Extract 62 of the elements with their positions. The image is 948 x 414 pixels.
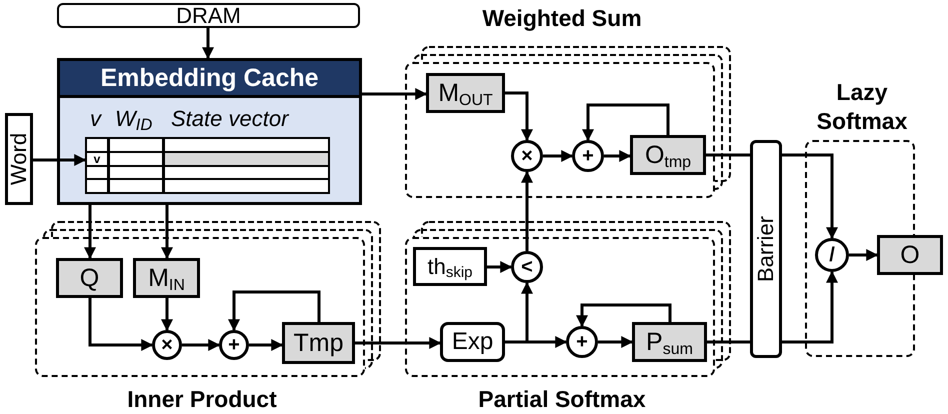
node-label: +: [576, 332, 588, 352]
cache-block: [57, 58, 362, 205]
module-title: Inner Product: [126, 385, 278, 414]
register-box: [877, 235, 943, 275]
module-title: Lazy Softmax: [816, 78, 908, 136]
barrier-bar: [750, 140, 782, 358]
node-label: ×: [161, 335, 173, 355]
arrow: [576, 304, 672, 328]
arrow: [362, 88, 428, 100]
node-label: <: [521, 257, 533, 277]
node-label: /: [829, 245, 835, 265]
arrow: [582, 104, 670, 142]
memory-box: [57, 3, 360, 28]
arrow: [202, 28, 214, 60]
arrow: [33, 154, 86, 166]
node-label: Q: [80, 266, 100, 290]
node-label: M$_{IN}$: [148, 266, 185, 290]
arrow: [161, 298, 173, 332]
column-header: W$_{ID}$: [115, 108, 152, 130]
module-title: Weighted Sum: [481, 4, 643, 33]
node-label: +: [228, 335, 240, 355]
register-box: [632, 322, 707, 362]
threshold-box: [413, 247, 487, 286]
arrow: [88, 298, 154, 351]
node-label: M$_{OUT}$: [438, 80, 493, 106]
arrow: [849, 249, 878, 261]
input-box: [5, 113, 33, 205]
register-box: [282, 322, 355, 364]
arrow: [487, 261, 512, 273]
arrow: [604, 150, 632, 162]
arrow: [505, 92, 533, 142]
node-label: Exp: [452, 330, 494, 354]
function-box: [440, 322, 505, 362]
register-box: [133, 258, 200, 298]
module-title: Partial Softmax: [477, 385, 647, 414]
arrow: [182, 339, 220, 351]
node-label: Word: [8, 132, 30, 186]
node-label: ×: [521, 146, 533, 166]
register-box: [56, 258, 123, 298]
arrow: [782, 154, 838, 240]
arrow: [355, 337, 442, 349]
arrow: [161, 205, 173, 260]
arrow: [543, 150, 574, 162]
node-label: P$_{sum}$: [646, 330, 693, 354]
node-label: O: [900, 242, 920, 268]
block-title: Embedding Cache: [100, 66, 319, 90]
arrow: [84, 205, 96, 260]
arrow: [249, 339, 284, 351]
arrow: [228, 290, 320, 332]
arrow: [505, 282, 533, 344]
table-entry: v: [94, 152, 100, 165]
node-label: Tmp: [294, 330, 344, 356]
node-label: DRAM: [176, 4, 241, 26]
arrow: [521, 170, 533, 251]
column-header: State vector: [171, 108, 288, 130]
register-box: [426, 73, 505, 113]
node-label: +: [582, 146, 594, 166]
register-box: [630, 135, 706, 175]
arrow: [598, 336, 634, 348]
arrow: [782, 270, 838, 344]
column-header: v: [90, 108, 101, 130]
node-label: Barrier: [755, 216, 777, 282]
